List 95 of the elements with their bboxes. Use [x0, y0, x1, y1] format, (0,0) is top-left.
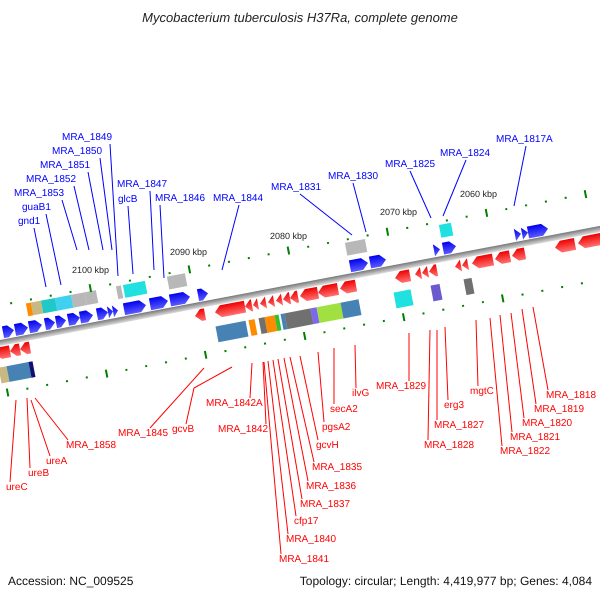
gene-label: guaB1: [22, 202, 51, 214]
leader-line: [160, 204, 164, 278]
leader-line: [428, 330, 430, 440]
gene-label: gnd1: [18, 216, 40, 228]
gene-label: MRA_1849: [62, 132, 112, 144]
gene-label: MRA_1817A: [496, 134, 553, 146]
leader-line: [88, 172, 104, 250]
leader-line: [250, 362, 252, 398]
leader-line: [410, 170, 432, 218]
scale-label: 2060 kbp: [460, 188, 498, 200]
leader-line: [490, 318, 502, 446]
gene-label: MRA_1828: [424, 440, 474, 452]
leader-line: [514, 146, 526, 206]
leader-line: [222, 204, 240, 270]
leader-line: [318, 352, 324, 422]
leader-line: [476, 320, 478, 386]
leader-line: [290, 356, 314, 462]
gene-label: MRA_1852: [26, 174, 76, 186]
leader-line: [352, 182, 366, 232]
leader-line: [408, 332, 410, 382]
leader-line: [272, 360, 296, 516]
gene-label: cfp17: [294, 516, 318, 528]
gene-label: MRA_1850: [52, 146, 102, 158]
leader-line: [150, 368, 204, 428]
leader-line: [354, 344, 356, 388]
gene-label: MRA_1847: [117, 179, 168, 191]
scale-label: 2070 kbp: [380, 206, 418, 218]
gene-label: MRA_1853: [14, 188, 64, 200]
leader-line: [30, 400, 50, 456]
leader-line: [34, 228, 46, 288]
gene-label: glcB: [118, 194, 138, 206]
leader-line: [46, 214, 62, 286]
gene-label: MRA_1835: [312, 462, 362, 474]
leader-line: [442, 160, 466, 216]
gene-label: MRA_1844: [213, 193, 264, 205]
gene-label: MRA_1820: [522, 418, 572, 430]
leader-line: [510, 312, 524, 418]
gene-label: MRA_1846: [155, 193, 206, 205]
gene-label: MRA_1851: [40, 160, 90, 172]
leader-line: [300, 356, 318, 440]
leader-line: [10, 400, 16, 482]
genome-summary-text: Topology: circular; Length: 4,419,977 bp; Genes: 4,084: [300, 574, 592, 588]
leader-line: [278, 358, 302, 500]
gene-label: pgsA2: [322, 422, 350, 434]
leader-line: [186, 366, 232, 424]
leader-line: [436, 330, 438, 420]
gene-label: MRA_1858: [66, 440, 116, 452]
accession-text: Accession: NC_009525: [8, 574, 134, 588]
leader-line: [262, 362, 266, 424]
gene-label: ureA: [46, 456, 68, 468]
gene-label: ureC: [6, 482, 28, 494]
gene-label: MRA_1821: [510, 432, 560, 444]
gene-label: MRA_1831: [271, 182, 322, 194]
gene-label: MRA_1830: [328, 171, 378, 183]
gene-label: MRA_1824: [440, 148, 490, 160]
gene-label: erg3: [444, 400, 464, 412]
leader-line: [284, 358, 308, 482]
gene-label: MRA_1836: [306, 481, 356, 493]
gene-label: gcvH: [316, 440, 339, 452]
leader-line: [34, 398, 68, 440]
scale-label: 2090 kbp: [170, 246, 208, 258]
gene-label: MRA_1842A: [206, 398, 263, 410]
leader-line: [522, 308, 536, 404]
diagram-title: Mycobacterium tuberculosis H37Ra, complete genome: [141, 10, 459, 26]
gene-label: ilvG: [352, 388, 370, 400]
gene-label: MRA_1837: [300, 499, 350, 511]
leader-line: [444, 326, 448, 400]
gene-label: MRA_1818: [546, 390, 596, 402]
leader-line: [100, 158, 112, 250]
leader-line: [300, 194, 352, 236]
gene-label: mgtC: [470, 386, 494, 398]
gene-label: MRA_1822: [500, 446, 550, 458]
leader-line: [532, 306, 548, 390]
gene-label: secA2: [330, 404, 358, 416]
leader-line: [26, 398, 30, 468]
gene-label: MRA_1825: [385, 159, 436, 171]
gene-label: gcvB: [172, 424, 194, 436]
leader-line: [110, 144, 118, 276]
leader-line: [264, 362, 282, 554]
leader-line: [74, 186, 90, 250]
gene-label: MRA_1829: [376, 381, 426, 393]
gene-label: MRA_1841: [279, 554, 330, 566]
leader-line: [62, 200, 78, 250]
leader-line: [500, 314, 512, 432]
leader-line: [128, 206, 134, 274]
gene-label: MRA_1840: [286, 534, 336, 546]
leader-line: [150, 190, 154, 270]
gene-label: MRA_1842: [218, 424, 268, 436]
gene-label: MRA_1827: [434, 420, 484, 432]
leader-line: [268, 360, 288, 534]
gene-label: ureB: [28, 468, 50, 480]
scale-label: 2080 kbp: [270, 230, 308, 242]
gene-label: MRA_1845: [118, 428, 168, 440]
scale-label: 2100 kbp: [72, 264, 110, 276]
gene-label: MRA_1819: [534, 404, 584, 416]
